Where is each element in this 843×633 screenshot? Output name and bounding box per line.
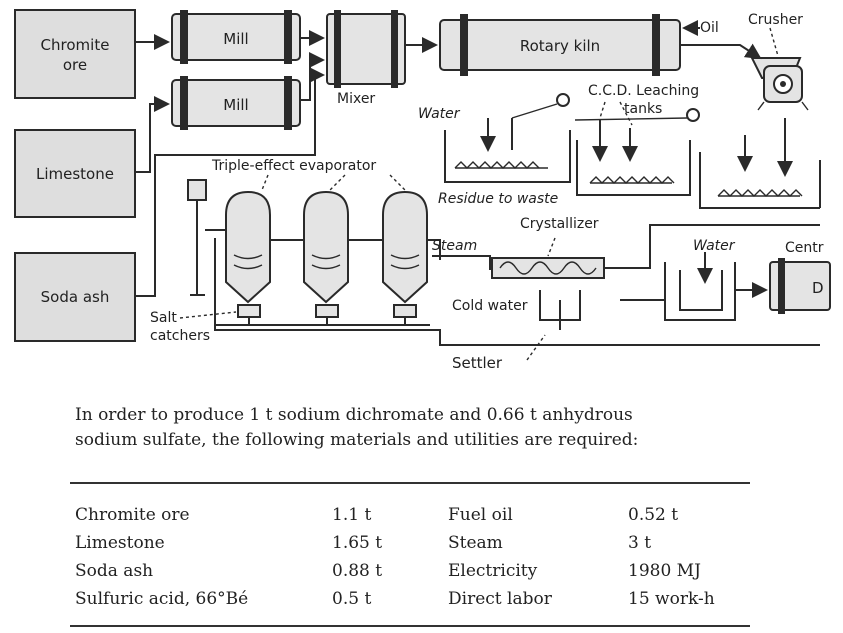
svg-text:tanks: tanks [624, 101, 662, 117]
evaporator-3 [382, 190, 428, 318]
svg-text:C.C.D. Leaching: C.C.D. Leaching [588, 83, 699, 99]
evaporator-1 [225, 190, 271, 318]
dryer-unit: D [769, 258, 831, 314]
leaching-tank-1 [444, 93, 571, 183]
evaporator-2 [303, 190, 349, 318]
svg-text:catchers: catchers [150, 328, 210, 344]
svg-text:Mill: Mill [223, 30, 248, 48]
right-item-1: Fuel oil [448, 505, 513, 525]
svg-text:Steam: Steam [432, 238, 477, 254]
svg-text:Oil: Oil [700, 20, 719, 36]
svg-text:Settler: Settler [452, 354, 503, 372]
right-item-4: Direct labor [448, 589, 552, 609]
left-item-4: Sulfuric acid, 66°Bé [75, 589, 249, 609]
svg-text:Mill: Mill [223, 96, 248, 114]
right-item-3: Electricity [448, 561, 538, 581]
svg-text:Rotary kiln: Rotary kiln [520, 37, 600, 55]
centrifuge-tank [664, 252, 736, 321]
crystallizer [491, 237, 605, 279]
right-amount-1: 0.52 t [628, 505, 679, 525]
svg-text:Centr: Centr [785, 240, 824, 256]
mill-2: Mill [171, 76, 301, 130]
mill-1: Mill [171, 10, 301, 64]
rotary-kiln: Rotary kiln [439, 14, 681, 76]
svg-text:Limestone: Limestone [36, 165, 114, 183]
left-amount-4: 0.5 t [332, 589, 372, 609]
caption: In order to produce 1 t sodium dichromat… [75, 403, 775, 453]
svg-text:Crystallizer: Crystallizer [520, 216, 599, 232]
right-amount-2: 3 t [628, 533, 652, 553]
svg-text:Chromite: Chromite [41, 36, 110, 54]
mixer: Mixer [326, 10, 406, 107]
svg-text:Crusher: Crusher [748, 12, 803, 28]
caption-line-1: In order to produce 1 t sodium dichromat… [75, 405, 633, 425]
svg-text:Water: Water [418, 106, 461, 122]
left-amount-1: 1.1 t [332, 505, 372, 525]
svg-text:D: D [812, 279, 824, 297]
left-item-1: Chromite ore [75, 505, 190, 525]
table-rule-top [70, 482, 750, 484]
right-item-2: Steam [448, 533, 503, 553]
svg-text:Triple-effect evaporator: Triple-effect evaporator [211, 158, 376, 174]
limestone-box: Limestone [14, 129, 136, 218]
svg-text:Cold water: Cold water [452, 298, 528, 314]
table-rule-bottom [70, 625, 750, 627]
svg-text:Salt: Salt [150, 310, 177, 326]
leaching-tank-3 [699, 118, 821, 209]
right-amount-3: 1980 MJ [628, 561, 701, 581]
svg-text:ore: ore [63, 56, 87, 74]
left-item-2: Limestone [75, 533, 165, 553]
feed-tank [187, 179, 207, 296]
chromite-ore-box: Chromite ore [14, 9, 136, 99]
crusher: Crusher [748, 12, 809, 111]
svg-text:Water: Water [693, 238, 736, 254]
svg-text:Residue to waste: Residue to waste [438, 191, 558, 207]
right-amount-4: 15 work-h [628, 589, 715, 609]
caption-line-2: sodium sulfate, the following materials … [75, 430, 639, 450]
left-item-3: Soda ash [75, 561, 154, 581]
svg-text:Mixer: Mixer [337, 91, 375, 107]
svg-text:Soda ash: Soda ash [41, 288, 110, 306]
leaching-tank-2 [574, 108, 700, 196]
left-amount-3: 0.88 t [332, 561, 383, 581]
process-flow-diagram: Chromite ore Limestone Soda ash Mill Mil… [14, 9, 831, 372]
soda-ash-box: Soda ash [14, 252, 136, 342]
left-amount-2: 1.65 t [332, 533, 383, 553]
